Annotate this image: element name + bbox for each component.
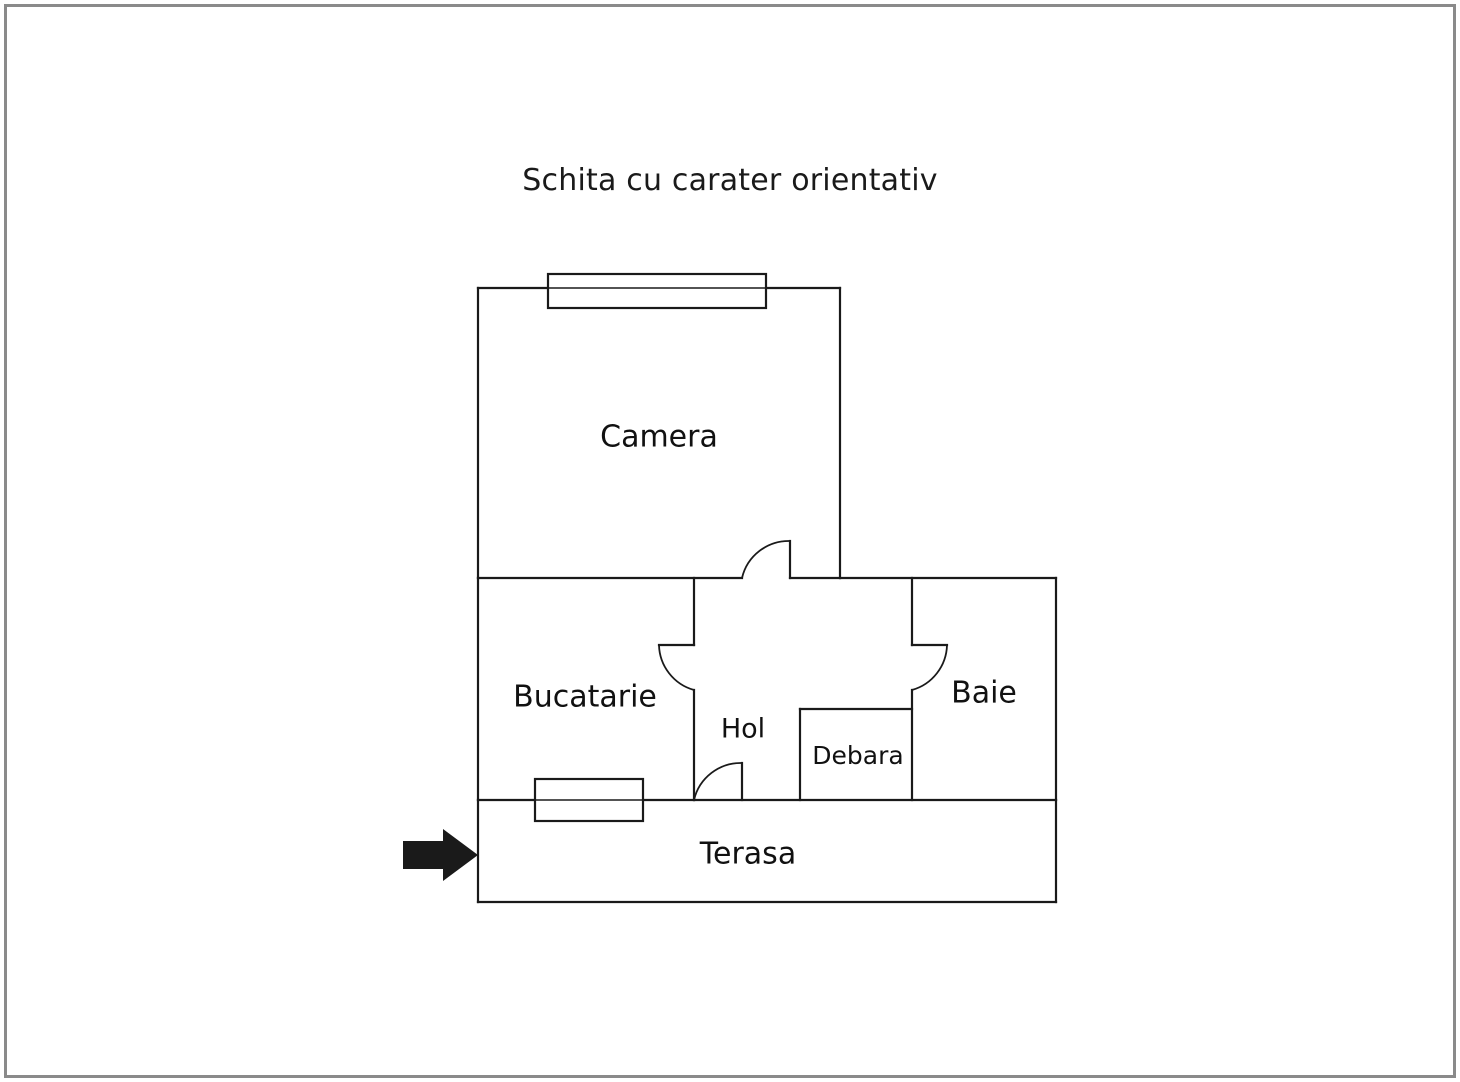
entrance-arrow	[403, 829, 478, 881]
room-label-hol: Hol	[721, 714, 765, 745]
terasa-door	[692, 761, 744, 802]
room-label-terasa: Terasa	[699, 837, 796, 872]
camera-window	[546, 272, 768, 310]
bucatarie-window	[533, 777, 645, 823]
room-label-baie: Baie	[951, 676, 1017, 711]
bucatarie-door	[657, 643, 696, 692]
room-outline-terasa	[476, 798, 1058, 904]
page-title: Schita cu carater orientativ	[522, 163, 938, 198]
baie-door	[910, 643, 949, 692]
room-label-debara: Debara	[812, 741, 903, 770]
room-label-camera: Camera	[600, 420, 718, 455]
room-outline-debara	[798, 707, 914, 802]
camera-door	[740, 539, 792, 580]
room-label-bucatarie: Bucatarie	[513, 680, 657, 715]
room-outline-camera	[476, 286, 842, 580]
